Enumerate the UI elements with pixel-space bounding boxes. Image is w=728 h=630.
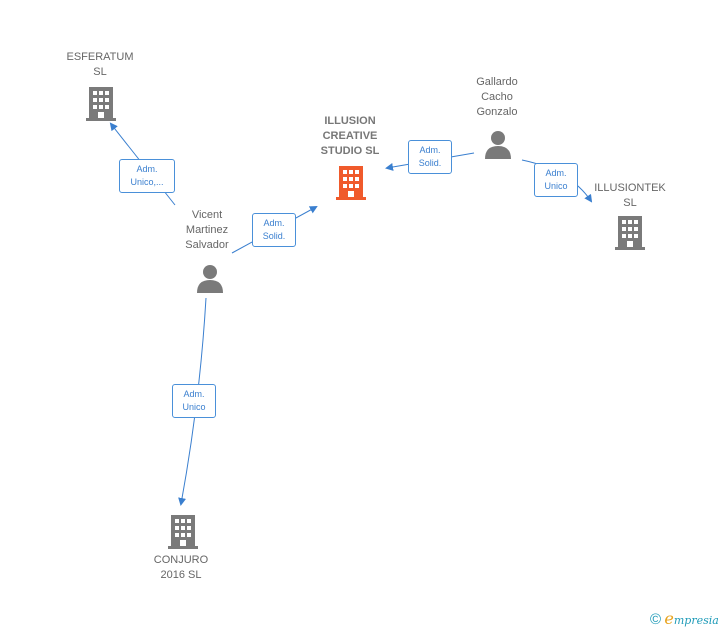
copyright-symbol: ©	[650, 611, 662, 628]
building-icon[interactable]	[615, 214, 645, 250]
building-icon[interactable]	[168, 513, 198, 549]
building-icon[interactable]	[336, 164, 366, 200]
brand-name: mpresia	[673, 614, 719, 627]
empresia-logo: © empresia	[650, 609, 719, 628]
edge-label-gallardo-illusion[interactable]: Adm. Solid.	[408, 140, 452, 174]
node-label-conjuro[interactable]: CONJURO 2016 SL	[153, 554, 209, 581]
edge-label-vicent-conjuro[interactable]: Adm. Unico	[172, 384, 216, 418]
person-icon[interactable]	[483, 129, 513, 159]
node-label-vicent[interactable]: Vicent Martinez Salvador	[185, 209, 229, 251]
brand-initial: e	[664, 609, 674, 628]
person-icon[interactable]	[195, 263, 225, 293]
node-label-gallardo[interactable]: Gallardo Cacho Gonzalo	[476, 76, 518, 118]
node-label-illusion[interactable]: ILLUSION CREATIVE STUDIO SL	[320, 115, 380, 157]
node-label-illusiontek[interactable]: ILLUSIONTEK SL	[594, 182, 666, 209]
edge-label-vicent-illusion[interactable]: Adm. Solid.	[252, 213, 296, 247]
building-icon[interactable]	[86, 85, 116, 121]
edge-label-gallardo-illusiontek[interactable]: Adm. Unico	[534, 163, 578, 197]
node-label-esferatum[interactable]: ESFERATUM SL	[66, 51, 134, 78]
edge-label-vicent-esferatum[interactable]: Adm. Unico,...	[119, 159, 175, 193]
